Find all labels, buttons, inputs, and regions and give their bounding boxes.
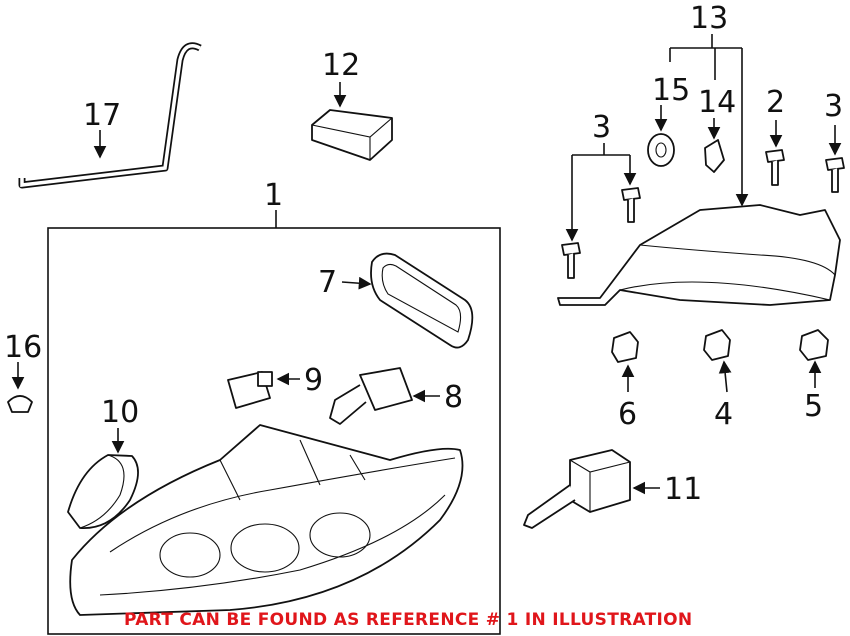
- part-9-control-module: [227, 371, 273, 409]
- part-3-screw-right: [825, 157, 845, 193]
- part-16-clip: [7, 395, 33, 413]
- callout-9: 9: [304, 363, 323, 398]
- part-15-grommet: [647, 133, 675, 167]
- callout-12: 12: [322, 48, 360, 83]
- part-7-seal-ring: [370, 252, 474, 349]
- part-17-vent-hose: [18, 42, 202, 189]
- callout-1: 1: [264, 178, 283, 213]
- callout-14: 14: [698, 85, 736, 120]
- callout-16: 16: [4, 330, 42, 365]
- callout-2: 2: [766, 85, 785, 120]
- part-11-xenon-bulb: [523, 449, 631, 529]
- callout-10: 10: [101, 395, 139, 430]
- part-3-screw-left-pair: [561, 187, 641, 279]
- callout-6: 6: [618, 397, 637, 432]
- callout-15: 15: [652, 73, 690, 108]
- callout-4: 4: [714, 397, 733, 432]
- part-12-cover-cap: [311, 109, 393, 161]
- callout-11: 11: [664, 472, 702, 507]
- part-5-nut: [799, 329, 829, 361]
- part-8-bulb: [329, 367, 413, 425]
- part-6-nut: [611, 331, 639, 363]
- callout-3-left: 3: [592, 110, 611, 145]
- callout-13: 13: [690, 1, 728, 36]
- assembly-frame: [47, 227, 501, 635]
- callout-17: 17: [83, 98, 121, 133]
- part-13-mounting-bracket: [557, 204, 841, 306]
- part-1-headlamp-assembly: [69, 424, 464, 616]
- part-10-lens-cover: [67, 454, 139, 529]
- reference-note: PART CAN BE FOUND AS REFERENCE # 1 IN IL…: [124, 610, 693, 630]
- callout-7: 7: [318, 265, 337, 300]
- part-4-nut: [703, 329, 731, 361]
- part-14-retainer-clip: [704, 139, 725, 173]
- callout-3-right: 3: [824, 89, 843, 124]
- callout-5: 5: [804, 389, 823, 424]
- part-2-screw: [765, 149, 785, 186]
- callout-8: 8: [444, 380, 463, 415]
